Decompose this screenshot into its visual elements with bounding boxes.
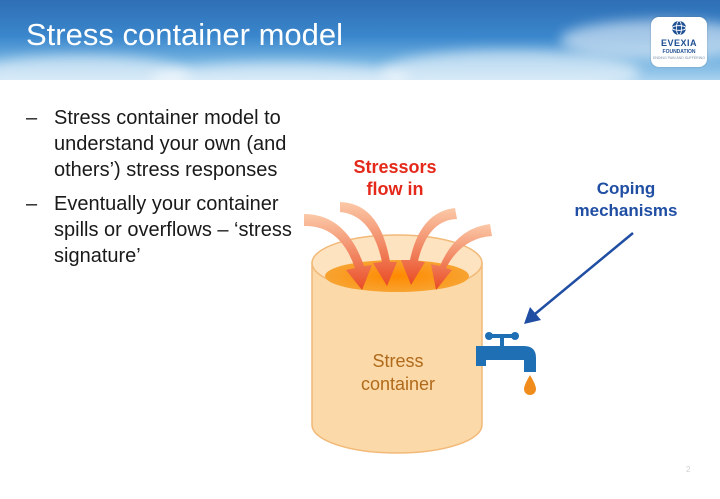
bullet-text: Stress container model to understand you…	[54, 107, 287, 181]
bullet-item: – Stress container model to understand y…	[26, 105, 316, 183]
stressors-label-line: Stressors	[353, 157, 437, 177]
stressor-arrow	[431, 224, 492, 290]
logo-sub: FOUNDATION	[662, 49, 696, 55]
stress-container	[311, 234, 483, 454]
coping-label-line: mechanisms	[574, 201, 678, 220]
coping-label: Coping mechanisms	[556, 178, 696, 222]
bullet-item: – Eventually your container spills or ov…	[26, 191, 316, 269]
slide-header: Stress container model EVEXIA FOUNDATION…	[0, 0, 720, 80]
page-number: 2	[686, 465, 691, 474]
stressor-arrow	[401, 208, 457, 285]
container-label: Stress container	[338, 350, 458, 396]
stressors-label: Stressors flow in	[330, 156, 460, 200]
logo-name: EVEXIA	[660, 38, 697, 48]
cloud-decoration	[150, 62, 410, 80]
slide-title: Stress container model	[26, 17, 344, 52]
water-drop-icon	[524, 375, 536, 395]
stressors-label-line: flow in	[366, 179, 424, 199]
stressor-arrow	[340, 202, 397, 286]
bullet-text: Eventually your container spills or over…	[54, 193, 292, 267]
container-label-line: container	[360, 374, 436, 394]
tap-icon	[476, 332, 536, 372]
bullet-marker: –	[26, 193, 38, 215]
container-label-line: Stress	[372, 351, 424, 371]
coping-arrow	[524, 232, 634, 324]
bullet-list: – Stress container model to understand y…	[26, 105, 316, 277]
evexia-logo: EVEXIA FOUNDATION ENDING PAIN AND SUFFER…	[651, 17, 707, 67]
stressor-arrow	[304, 214, 372, 290]
logo-tagline: ENDING PAIN AND SUFFERING	[653, 56, 705, 60]
stressor-arrows	[304, 202, 492, 290]
bullet-marker: –	[26, 107, 38, 129]
globe-icon	[671, 20, 687, 36]
coping-label-line: Coping	[596, 179, 656, 198]
